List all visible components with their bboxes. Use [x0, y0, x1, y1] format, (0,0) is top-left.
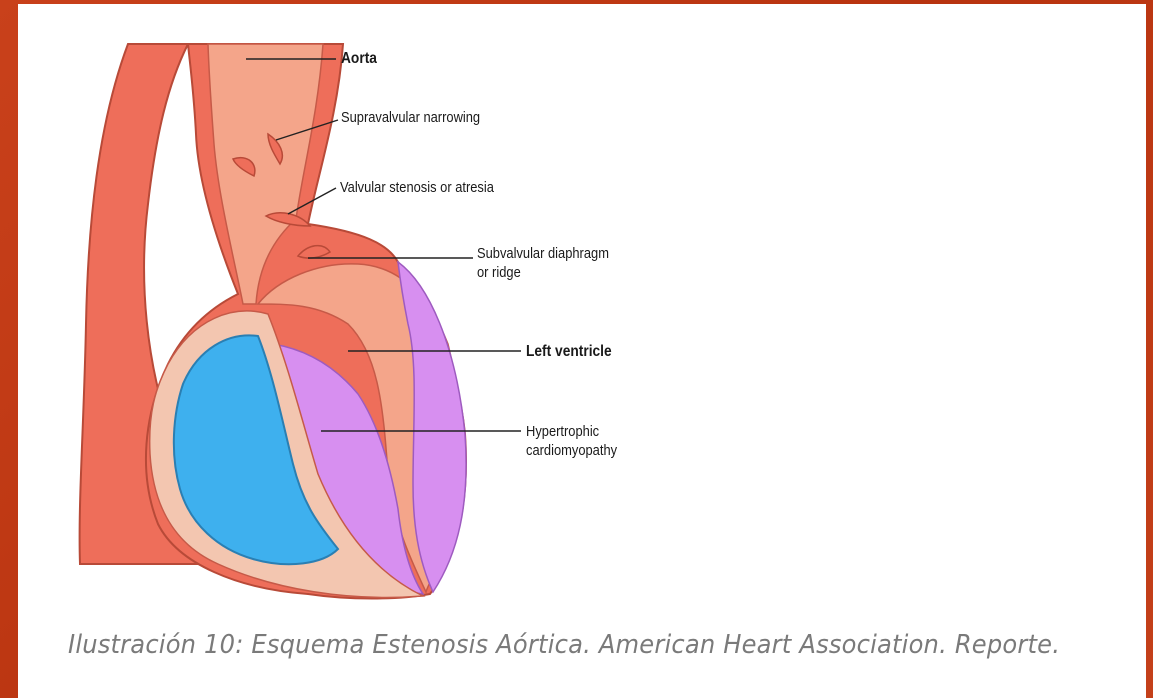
label-left-ventricle: Left ventricle	[526, 342, 612, 361]
label-hypertrophic-cardiomyopathy: Hypertrophic cardiomyopathy	[526, 422, 617, 460]
label-aorta: Aorta	[341, 49, 377, 68]
label-subvalvular-diaphragm: Subvalvular diaphragm or ridge	[477, 244, 609, 282]
label-valvular-stenosis: Valvular stenosis or atresia	[340, 178, 494, 197]
slide-panel: Aorta Supravalvular narrowing Valvular s…	[18, 4, 1146, 698]
aortic-stenosis-diagram	[18, 4, 1146, 624]
figure-caption: Ilustración 10: Esquema Estenosis Aórtic…	[68, 630, 1060, 660]
label-supravalvular-narrowing: Supravalvular narrowing	[341, 108, 480, 127]
